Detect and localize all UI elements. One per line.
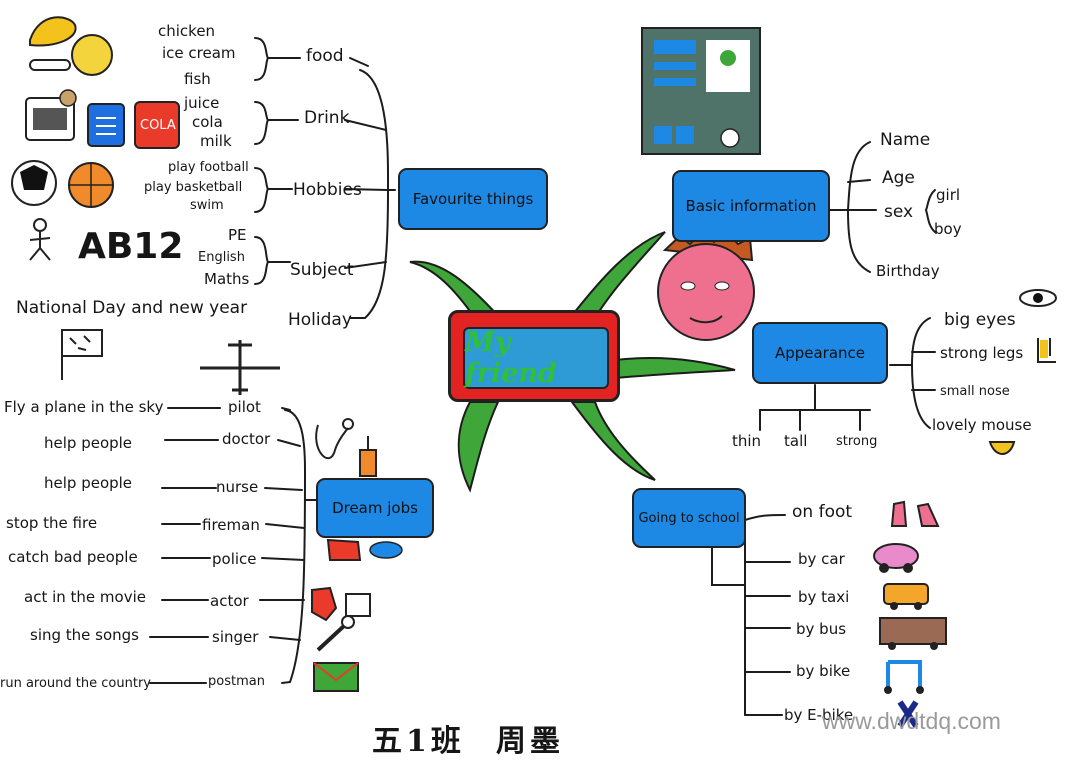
friend-face-icon	[657, 230, 755, 341]
job-desc: run around the country	[0, 676, 151, 691]
flag-icon	[61, 329, 103, 380]
basic-item-birthday: Birthday	[876, 262, 940, 280]
taxi-icon	[883, 583, 929, 610]
appearance-item: big eyes	[944, 310, 1016, 330]
branch-food: food	[306, 46, 344, 66]
job-desc: Fly a plane in the sky	[4, 398, 164, 416]
author-name: 周墨	[496, 724, 564, 759]
basic-information-node: Basic information	[672, 170, 830, 242]
syringe-icon	[359, 436, 377, 477]
stethoscope-icon	[315, 418, 354, 459]
id-card-icon	[641, 27, 761, 155]
spray-icon	[326, 538, 403, 561]
microphone-icon	[316, 615, 355, 652]
job-desc: act in the movie	[24, 588, 146, 606]
cola-can-icon	[134, 101, 180, 149]
chicken-icon	[29, 16, 113, 76]
basketball-icon	[68, 162, 114, 208]
job-desc: stop the fire	[6, 514, 98, 532]
job-name: postman	[208, 674, 265, 689]
hobby-item: swim	[190, 198, 224, 213]
arm-right	[614, 357, 736, 380]
transport-item: on foot	[792, 502, 853, 522]
subject-item: English	[198, 250, 245, 265]
arm-bottom-left	[457, 401, 500, 493]
job-name: police	[212, 550, 257, 568]
envelope-icon	[313, 662, 359, 692]
hobby-item: play basketball	[144, 180, 243, 195]
sex-option-girl: girl	[936, 186, 961, 204]
subject-item: PE	[228, 226, 247, 244]
drink-item: milk	[200, 132, 232, 150]
job-name: pilot	[228, 398, 261, 416]
transport-item: by bike	[796, 662, 851, 680]
job-desc: sing the songs	[30, 626, 139, 644]
transport-item: by E-bike	[784, 706, 854, 724]
job-name: doctor	[222, 430, 271, 448]
arm-top-right	[567, 231, 666, 319]
transport-item: by taxi	[798, 588, 850, 606]
sex-option-boy: boy	[934, 220, 962, 238]
arm-bottom-right	[570, 401, 656, 481]
football-icon	[11, 160, 57, 206]
basic-item-name: Name	[880, 130, 931, 150]
basic-item-age: Age	[882, 168, 915, 188]
arm-top-left	[409, 260, 503, 319]
appearance-node: Appearance	[752, 322, 888, 384]
subject-item: Maths	[204, 270, 250, 288]
cola-can-label: COLA	[140, 118, 176, 133]
radio-icon	[25, 89, 77, 141]
holiday-item: National Day and new year	[16, 298, 248, 318]
class-label: 五1班	[372, 724, 465, 759]
watermark: www.dwdtdq.com	[822, 708, 1001, 734]
runner-icon	[29, 218, 51, 261]
job-desc: help people	[44, 474, 133, 492]
ebike-icon	[897, 700, 919, 728]
job-name: actor	[210, 592, 249, 610]
transport-item: by bus	[796, 620, 847, 638]
car-icon	[873, 543, 919, 573]
appearance-below-item: thin	[732, 432, 762, 450]
food-item: ice cream	[162, 44, 236, 62]
mouth-icon	[988, 441, 1016, 455]
branch-subject: Subject	[290, 260, 354, 280]
job-name: fireman	[202, 516, 260, 534]
dream-jobs-node: Dream jobs	[316, 478, 434, 538]
appearance-below-item: tall	[784, 432, 808, 450]
appearance-item: strong legs	[940, 344, 1024, 362]
shirt-icon	[311, 586, 371, 622]
job-name: nurse	[216, 478, 259, 496]
eye-icon	[1019, 289, 1057, 307]
bike-icon	[884, 660, 924, 694]
shoes-icon	[890, 500, 940, 527]
food-item: chicken	[158, 22, 216, 40]
hobby-item: play football	[168, 160, 249, 175]
drink-item: cola	[192, 113, 223, 131]
airplane-icon	[200, 340, 280, 395]
bus-icon	[879, 617, 947, 650]
favourite-things-node: Favourite things	[398, 168, 548, 230]
juice-box-icon	[87, 103, 125, 147]
ab12-icon: AB12	[78, 226, 184, 267]
branch-holiday: Holiday	[288, 310, 352, 330]
branch-drink: Drink	[304, 108, 350, 128]
job-name: singer	[212, 628, 259, 646]
branch-hobbies: Hobbies	[293, 180, 362, 200]
basic-item-sex: sex	[884, 202, 914, 222]
center-node: My friend	[448, 310, 620, 402]
center-label: My friend	[463, 327, 609, 389]
job-desc: catch bad people	[8, 548, 138, 566]
appearance-item: small nose	[940, 384, 1010, 399]
food-item: fish	[184, 70, 211, 88]
legs-icon	[1037, 338, 1056, 363]
job-desc: help people	[44, 434, 133, 452]
appearance-item: lovely mouse	[932, 416, 1032, 434]
transport-item: by car	[798, 550, 845, 568]
going-to-school-node: Going to school	[632, 488, 746, 548]
drink-item: juice	[184, 94, 220, 112]
appearance-below-item: strong	[836, 434, 878, 449]
